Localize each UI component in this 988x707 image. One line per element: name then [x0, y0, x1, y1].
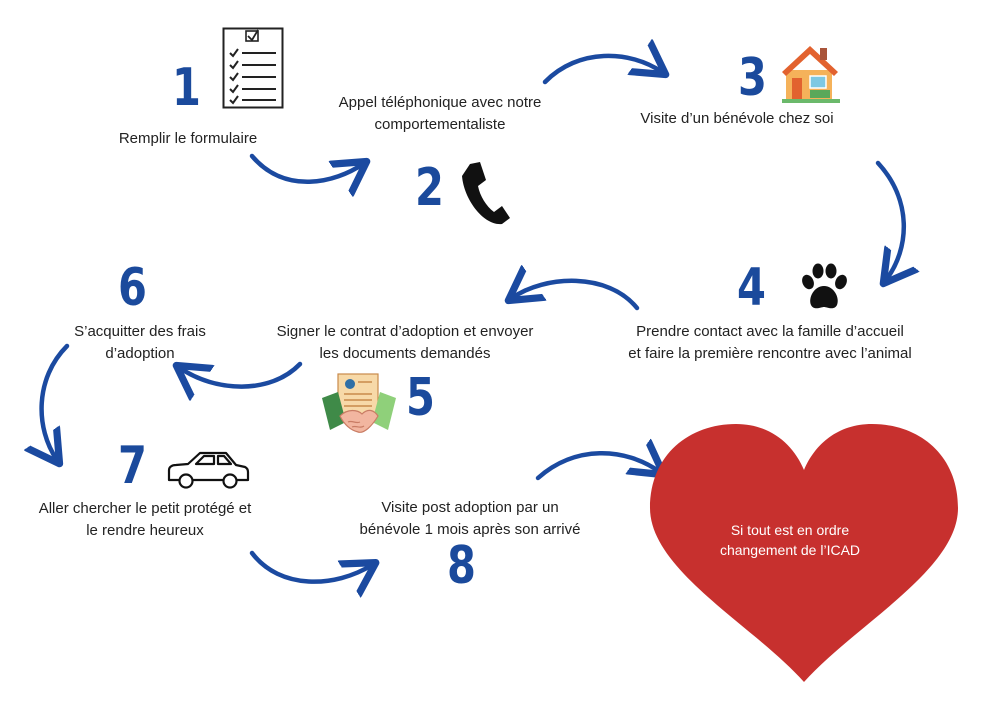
- step-4-line-1: Prendre contact avec la famille d’accuei…: [636, 323, 904, 340]
- step-7-text: Aller chercher le petit protégé et le re…: [10, 498, 280, 542]
- heart-path: [650, 424, 958, 682]
- step-2-line-1: Appel téléphonique avec notre: [338, 94, 542, 111]
- arrow-8-to-heart: [535, 453, 660, 481]
- house-icon: [782, 46, 840, 103]
- phone-icon: [462, 162, 510, 225]
- step-5-text: Signer le contrat d’adoption et envoyer …: [245, 321, 565, 365]
- step-8-number: 8: [447, 536, 476, 596]
- heart-line-2: changement de l’ICAD: [719, 542, 861, 558]
- step-8-text: Visite post adoption par un bénévole 1 m…: [330, 497, 610, 541]
- step-8-line-1: Visite post adoption par un: [381, 499, 559, 516]
- step-1-text: Remplir le formulaire: [88, 128, 288, 150]
- step-6-line-1: S’acquitter des frais: [74, 323, 206, 340]
- heart-text: Si tout est en ordre changement de l’ICA…: [690, 520, 890, 560]
- step-7-line-1: Aller chercher le petit protégé et: [38, 500, 252, 517]
- paw-icon: [802, 263, 847, 309]
- arrow-5-to-6: [180, 361, 303, 387]
- arrow-6-to-7: [42, 343, 70, 460]
- step-2-text: Appel téléphonique avec notre comporteme…: [315, 92, 565, 136]
- heart-line-1: Si tout est en ordre: [730, 522, 850, 538]
- arrow-4-to-5: [512, 281, 640, 311]
- step-1-line-1: Remplir le formulaire: [118, 130, 258, 147]
- step-5-line-2: les documents demandés: [319, 345, 491, 362]
- contract-handshake-icon: [322, 373, 396, 433]
- step-7-line-2: le rendre heureux: [86, 522, 204, 539]
- step-5-line-1: Signer le contrat d’adoption et envoyer: [276, 323, 534, 340]
- arrow-3-to-4: [875, 160, 904, 280]
- step-1-number: 1: [172, 58, 201, 118]
- step-6-text: S’acquitter des frais d’adoption: [45, 321, 235, 365]
- car-icon: [167, 451, 250, 489]
- arrow-1-to-2: [249, 153, 363, 182]
- step-3-text: Visite d’un bénévole chez soi: [612, 108, 862, 130]
- step-2-number: 2: [415, 158, 444, 218]
- heart-shape: [650, 424, 958, 682]
- step-8-line-2: bénévole 1 mois après son arrivé: [359, 521, 581, 538]
- step-3-number: 3: [738, 48, 767, 108]
- step-7-number: 7: [118, 436, 147, 496]
- checklist-icon: [222, 27, 284, 109]
- arrow-7-to-8: [249, 550, 372, 582]
- step-6-line-2: d’adoption: [105, 345, 175, 362]
- step-4-line-2: et faire la première rencontre avec l’an…: [628, 345, 912, 362]
- step-2-line-2: comportementaliste: [374, 116, 506, 133]
- step-5-number: 5: [406, 368, 435, 428]
- step-6-number: 6: [118, 258, 147, 318]
- step-4-text: Prendre contact avec la famille d’accuei…: [595, 321, 945, 365]
- step-4-number: 4: [737, 258, 766, 318]
- arrow-2-to-3: [542, 56, 662, 85]
- step-3-line-1: Visite d’un bénévole chez soi: [640, 110, 834, 127]
